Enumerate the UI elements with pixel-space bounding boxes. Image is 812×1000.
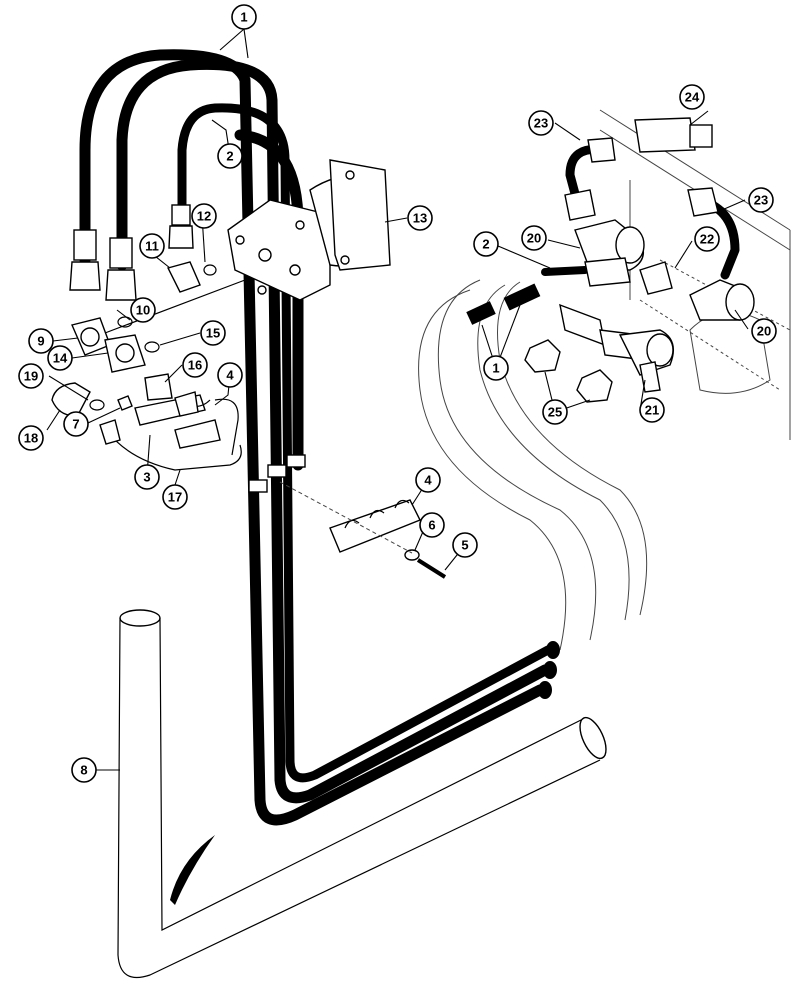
- svg-text:7: 7: [72, 417, 79, 432]
- callout-20: 20: [521, 225, 547, 251]
- left-fittings: [51, 261, 246, 471]
- svg-text:20: 20: [757, 324, 771, 339]
- callout-25: 25: [542, 399, 568, 425]
- callout-23: 23: [748, 187, 774, 213]
- svg-text:4: 4: [424, 473, 432, 488]
- svg-text:4: 4: [226, 368, 234, 383]
- callout-4: 4: [415, 467, 441, 493]
- callout-2: 2: [217, 143, 243, 169]
- svg-text:8: 8: [80, 763, 87, 778]
- callout-7: 7: [63, 411, 89, 437]
- svg-text:24: 24: [685, 90, 700, 105]
- callout-17: 17: [162, 484, 188, 510]
- callout-21: 21: [639, 397, 665, 423]
- callout-1: 1: [483, 355, 509, 381]
- svg-text:23: 23: [534, 116, 548, 131]
- callout-14: 14: [47, 345, 73, 371]
- svg-text:3: 3: [143, 470, 150, 485]
- svg-text:14: 14: [53, 351, 68, 366]
- main-hoses: [79, 49, 560, 826]
- callout-23: 23: [528, 110, 554, 136]
- svg-text:2: 2: [226, 149, 233, 164]
- svg-text:15: 15: [206, 326, 220, 341]
- callout-16: 16: [182, 352, 208, 378]
- callout-20: 20: [751, 318, 777, 344]
- hydraulic-motor: [227, 159, 391, 301]
- svg-text:13: 13: [413, 211, 427, 226]
- callout-9: 9: [28, 328, 54, 354]
- callout-12: 12: [191, 203, 217, 229]
- right-fittings: [466, 117, 755, 403]
- svg-text:1: 1: [240, 10, 247, 25]
- svg-text:12: 12: [197, 209, 211, 224]
- lower-clamp-assembly: [279, 481, 447, 579]
- svg-text:11: 11: [145, 239, 159, 254]
- svg-text:5: 5: [461, 538, 468, 553]
- svg-text:16: 16: [188, 358, 202, 373]
- svg-text:1: 1: [492, 361, 499, 376]
- callout-11: 11: [139, 233, 165, 259]
- callout-1: 1: [231, 4, 257, 30]
- callout-3: 3: [134, 464, 160, 490]
- callout-18: 18: [18, 425, 44, 451]
- callout-19: 19: [18, 363, 44, 389]
- callout-6: 6: [419, 512, 445, 538]
- svg-text:19: 19: [24, 369, 38, 384]
- callout-13: 13: [407, 205, 433, 231]
- svg-text:21: 21: [645, 403, 659, 418]
- svg-text:9: 9: [37, 334, 44, 349]
- callout-24: 24: [679, 84, 705, 110]
- svg-text:25: 25: [548, 405, 562, 420]
- callout-2: 2: [473, 231, 499, 257]
- svg-text:10: 10: [136, 303, 150, 318]
- hose-end-fittings: [69, 204, 194, 301]
- svg-text:20: 20: [527, 231, 541, 246]
- callout-8: 8: [71, 757, 97, 783]
- svg-text:22: 22: [700, 232, 714, 247]
- callouts: 1 1 2 2 3 4 4 5: [18, 4, 777, 783]
- svg-text:18: 18: [24, 431, 38, 446]
- callout-10: 10: [130, 297, 156, 323]
- lower-pipe: [117, 609, 607, 979]
- svg-text:6: 6: [428, 518, 435, 533]
- callout-4: 4: [217, 362, 243, 388]
- callout-22: 22: [694, 226, 720, 252]
- svg-text:2: 2: [482, 237, 489, 252]
- callout-15: 15: [200, 320, 226, 346]
- svg-text:23: 23: [754, 193, 768, 208]
- callout-5: 5: [452, 532, 478, 558]
- ghost-hoses: [418, 279, 648, 651]
- svg-text:17: 17: [168, 490, 182, 505]
